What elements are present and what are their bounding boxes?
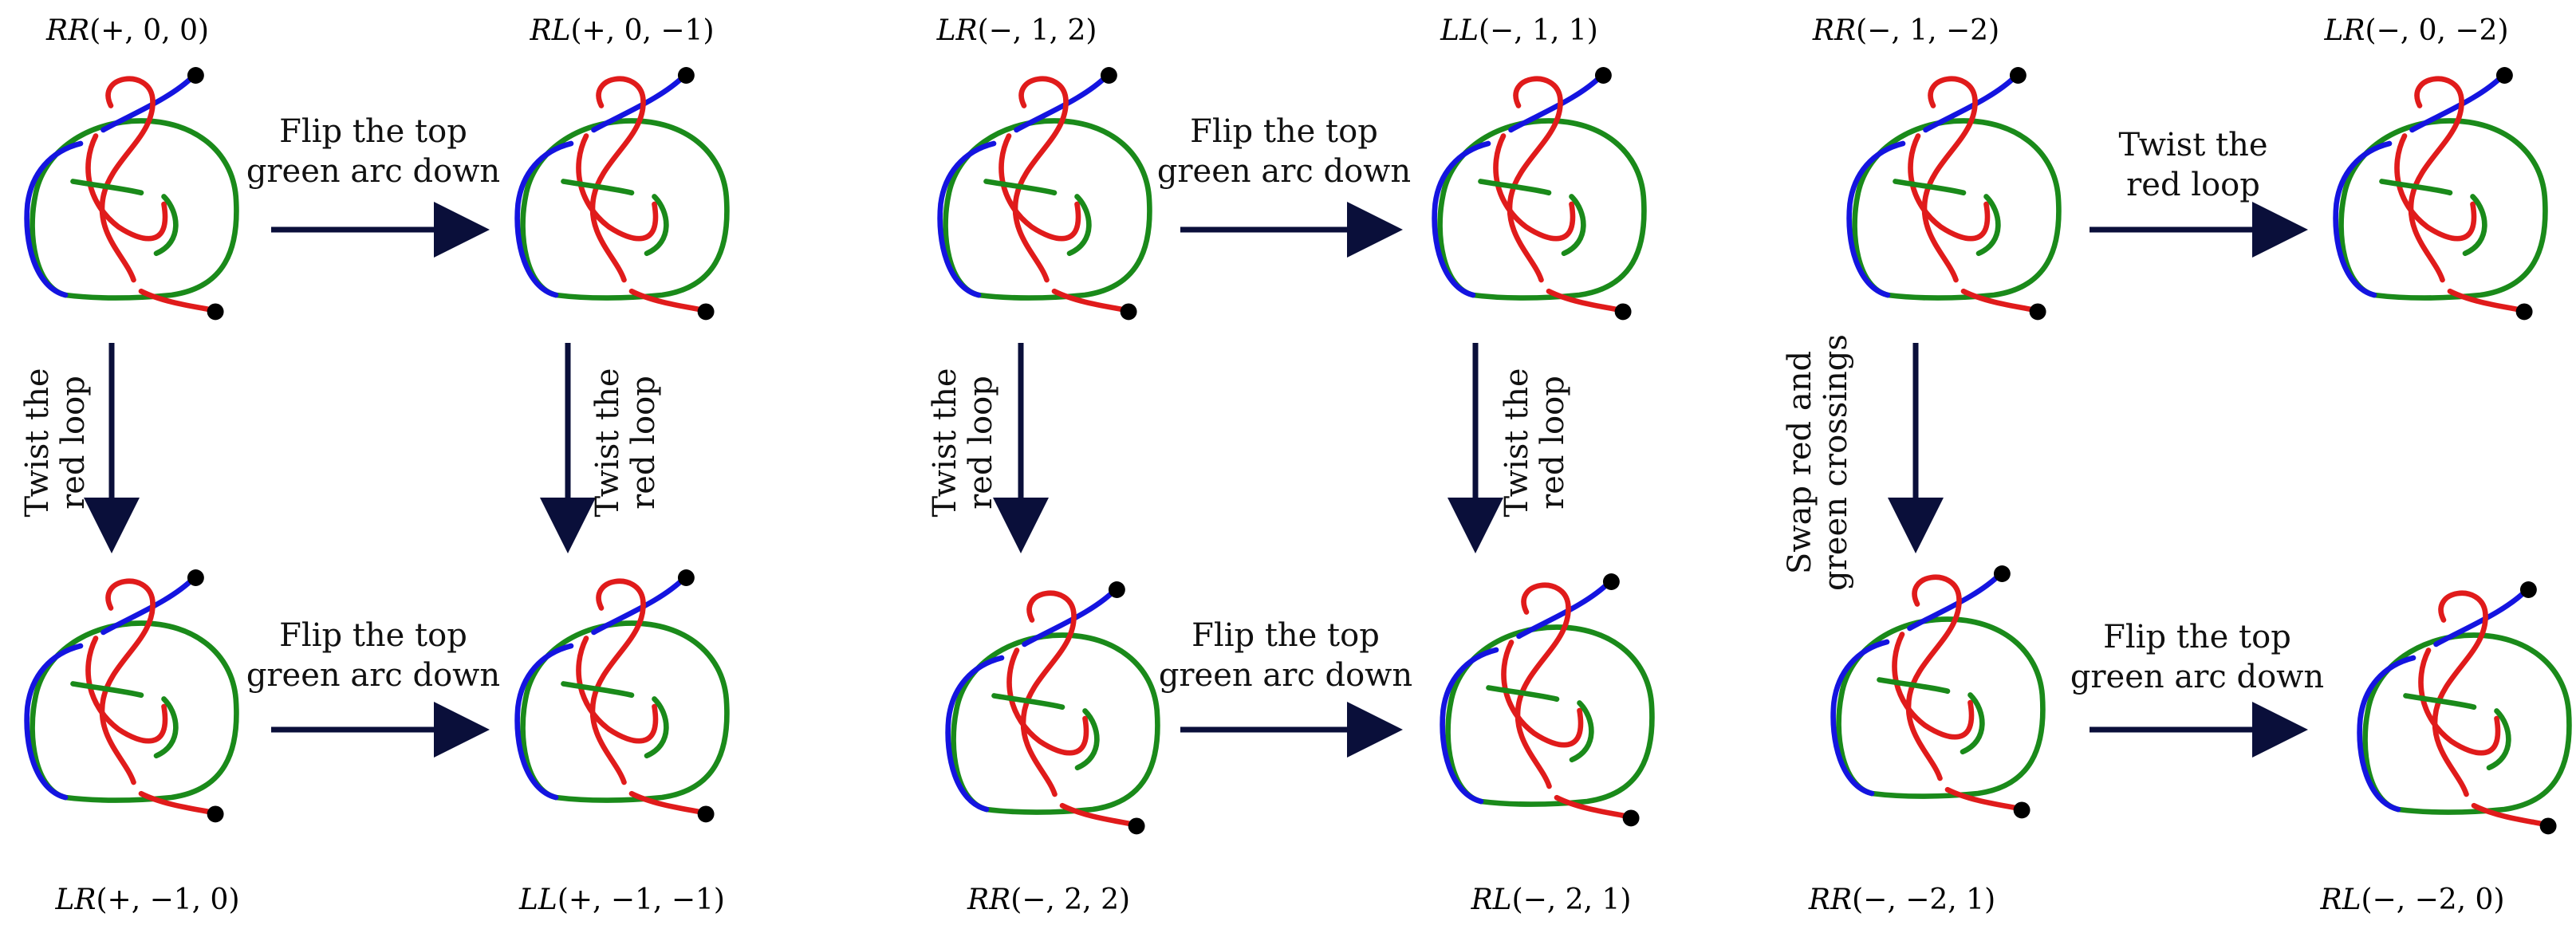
knot-label-k1: RR(+, 0, 0) [45,14,209,47]
svg-text:Swap red and: Swap red and [1782,351,1818,574]
caption-a1-line1: Flip the top [279,113,467,150]
caption-a5-line2: green arc down [1157,153,1411,190]
knot-label-k5: LR(−, 1, 2) [936,14,1097,47]
svg-text:Twist the: Twist the [927,368,963,517]
knot-label-k4: LL(+, −1, −1) [518,884,725,916]
caption-a2-line1: Flip the top [279,617,467,654]
knot-label-k10: LR(−, 0, −2) [2323,14,2508,47]
caption-a8: Twist the red loop [1499,368,1571,517]
caption-a7: Twist the red loop [927,368,999,517]
knot-k8 [1443,573,1652,826]
svg-text:red loop: red loop [1534,376,1571,510]
caption-a5-line1: Flip the top [1190,113,1378,150]
caption-a6-line1: Flip the top [1191,617,1380,654]
knot-k10 [2336,67,2546,320]
knot-k7 [948,581,1158,834]
knot-label-k6: LL(−, 1, 1) [1440,14,1598,47]
caption-a3: Twist the red loop [19,368,92,517]
knot-k11 [1834,565,2043,818]
knot-label-k7: RR(−, 2, 2) [967,884,1130,916]
caption-a9-line2: red loop [2126,167,2260,203]
knot-label-k3: LR(+, −1, 0) [54,884,239,916]
knot-k6 [1435,67,1644,320]
caption-a4: Twist the red loop [589,368,662,517]
knot-k9 [1849,67,2059,320]
svg-text:green crossings: green crossings [1818,334,1854,591]
caption-a10-line2: green arc down [2070,659,2324,695]
svg-text:red loop: red loop [963,376,999,510]
caption-a6-line2: green arc down [1159,657,1412,694]
caption-a11: Swap red and green crossings [1782,334,1854,591]
knot-k12 [2360,581,2570,834]
knot-k4 [518,569,727,822]
caption-a2-line2: green arc down [246,657,500,694]
svg-text:red loop: red loop [55,376,92,510]
svg-text:Twist the: Twist the [1499,368,1535,517]
knot-k1 [27,67,237,320]
svg-text:Twist the: Twist the [19,368,56,517]
knot-k3 [27,569,237,822]
caption-a1-line2: green arc down [246,153,500,190]
svg-text:red loop: red loop [625,376,662,510]
knot-label-k11: RR(−, −2, 1) [1808,884,1995,916]
svg-text:Twist the: Twist the [589,368,626,517]
knot-label-k9: RR(−, 1, −2) [1812,14,1999,47]
knot-label-k2: RL(+, 0, −1) [529,14,714,47]
caption-a10-line1: Flip the top [2103,619,2291,655]
knot-label-k12: RL(−, −2, 0) [2319,884,2504,916]
caption-a9-line1: Twist the [2118,127,2267,163]
knot-k2 [518,67,727,320]
knot-label-k8: RL(−, 2, 1) [1471,884,1632,916]
knot-k5 [940,67,1150,320]
